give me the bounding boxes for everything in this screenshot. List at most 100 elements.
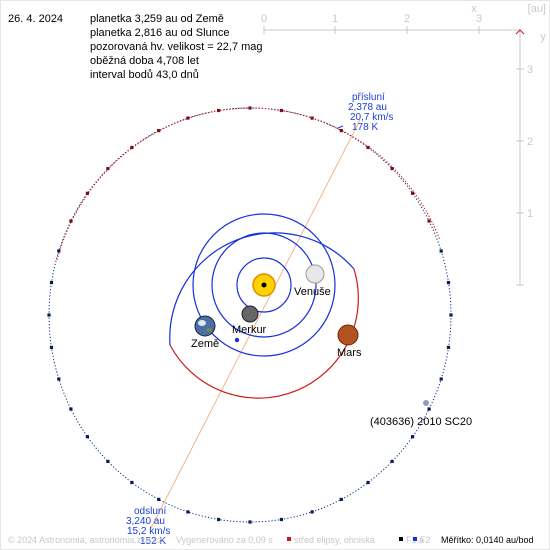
footer: © 2024 Astronomia, astronomia.zcu.cz Vyg… [8,535,534,545]
axis-corner-marker [515,29,525,35]
orbit-point-marker [339,129,343,133]
mars-label: Mars [337,347,362,359]
orbit-point-marker [446,345,451,349]
orbit-point-marker [49,345,54,349]
venus-label: Venuše [294,286,331,298]
x-axis-label: x [471,3,477,15]
orbit-point-marker [427,407,431,411]
orbit-point-marker [157,497,161,501]
perihelion-speed: 20,7 km/s [350,112,393,123]
perihelion-temperature: 178 K [352,122,378,133]
mars-icon [337,324,359,346]
sun-distance-text: planetka 2,816 au od Slunce [90,27,229,39]
orbit-point-marker [85,191,89,195]
focus1-legend-marker [399,537,403,541]
orbit-point-marker [69,407,73,411]
x-axis: 0 1 2 3 x [au] [261,3,546,34]
y-axis: 3 2 1 y [515,29,546,286]
aphelion-speed: 15,2 km/s [127,526,170,537]
focus2-legend: F2 [420,535,431,545]
aphelion-annotation: odsluní 3,240 au 15,2 km/s 152 K [126,506,170,547]
perihelion-title: přísluní [352,92,385,103]
apsis-line [149,119,361,531]
orbit-point-marker [248,520,252,524]
y-tick-1: 1 [527,208,533,220]
sun-focus-marker [261,282,267,288]
generated-time-text: Vygenerováno za 0,09 s [176,535,273,545]
y-axis-label: y [540,31,546,43]
x-tick-3: 3 [476,13,482,25]
orbit-point-marker [310,510,314,514]
orbit-point-marker [411,191,415,195]
copyright-text: © 2024 Astronomia, astronomia.zcu.cz [8,535,163,545]
asteroid-position-marker [423,400,429,406]
mars-orbit-red [169,268,359,399]
y-tick-3: 3 [527,64,533,76]
planet-orbits [169,213,359,399]
aphelion-temperature: 152 K [140,536,166,547]
ellipse-center-legend: střed elipsy, ohniska [294,535,375,545]
asteroid-orbit-far-segment [56,107,441,261]
mercury-icon [241,305,259,323]
perihelion-annotation: přísluní 2,378 au 20,7 km/s 178 K [337,92,393,133]
sun [252,273,276,297]
asteroid-name-label: (403636) 2010 SC20 [370,416,472,428]
orbit-point-marker [217,108,221,113]
earth-icon [194,315,216,337]
period-text: oběžná doba 4,708 let [90,55,199,67]
orbit-point-marker [157,129,161,133]
orbit-point-marker [439,249,443,253]
orbit-point-marker [106,459,110,463]
orbit-point-marker [106,167,110,171]
orbit-point-marker [449,313,453,317]
perihelion-pointer [337,125,344,129]
asteroid-orbit [47,106,453,524]
orbit-point-markers [47,106,453,524]
orbit-point-marker [186,116,190,120]
orbit-point-marker [85,435,89,439]
orbit-point-marker [130,480,134,485]
orbit-point-marker [57,249,61,253]
orbit-point-marker [217,517,221,522]
orbit-point-marker [339,497,343,501]
date-label: 26. 4. 2024 [8,13,63,25]
focus2-legend-marker [413,537,417,541]
earth-distance-text: planetka 3,259 au od Země [90,13,224,25]
orbit-point-marker [69,219,73,223]
earth-label: Země [191,338,219,350]
perihelion-distance: 2,378 au [348,102,387,113]
orbit-point-marker [390,167,394,171]
orbit-point-marker [186,510,190,514]
aphelion-distance: 3,240 au [126,516,165,527]
x-tick-1: 1 [332,13,338,25]
orbit-point-marker [279,517,283,522]
orbit-point-marker [439,377,443,381]
earth-orbit [192,213,336,357]
venus-icon [305,264,325,284]
unit-label: [au] [528,3,546,15]
interval-text: interval bodů 43,0 dnů [90,69,199,81]
orbit-point-marker [57,377,61,381]
orbit-point-marker [130,145,134,150]
x-tick-2: 2 [404,13,410,25]
orbit-point-marker [427,219,431,223]
orbit-point-marker [411,435,415,439]
orbit-point-marker [49,281,54,285]
orbit-point-marker [279,108,283,113]
orbit-point-marker [390,459,394,463]
aphelion-title: odsluní [134,506,166,517]
orbit-point-marker [248,106,252,110]
orbit-point-marker [366,480,370,485]
ellipse-center-legend-marker [287,537,291,541]
x-tick-0: 0 [261,13,267,25]
mercury-label: Merkur [232,324,267,336]
orbit-point-marker [366,145,370,150]
scale-text: Měřítko: 0,0140 au/bod [441,535,534,545]
orbit-point-marker [310,116,314,120]
orbit-point-marker [47,313,51,317]
earth-position-marker [234,337,240,343]
y-tick-2: 2 [527,136,533,148]
mercury-orbit [236,257,292,313]
